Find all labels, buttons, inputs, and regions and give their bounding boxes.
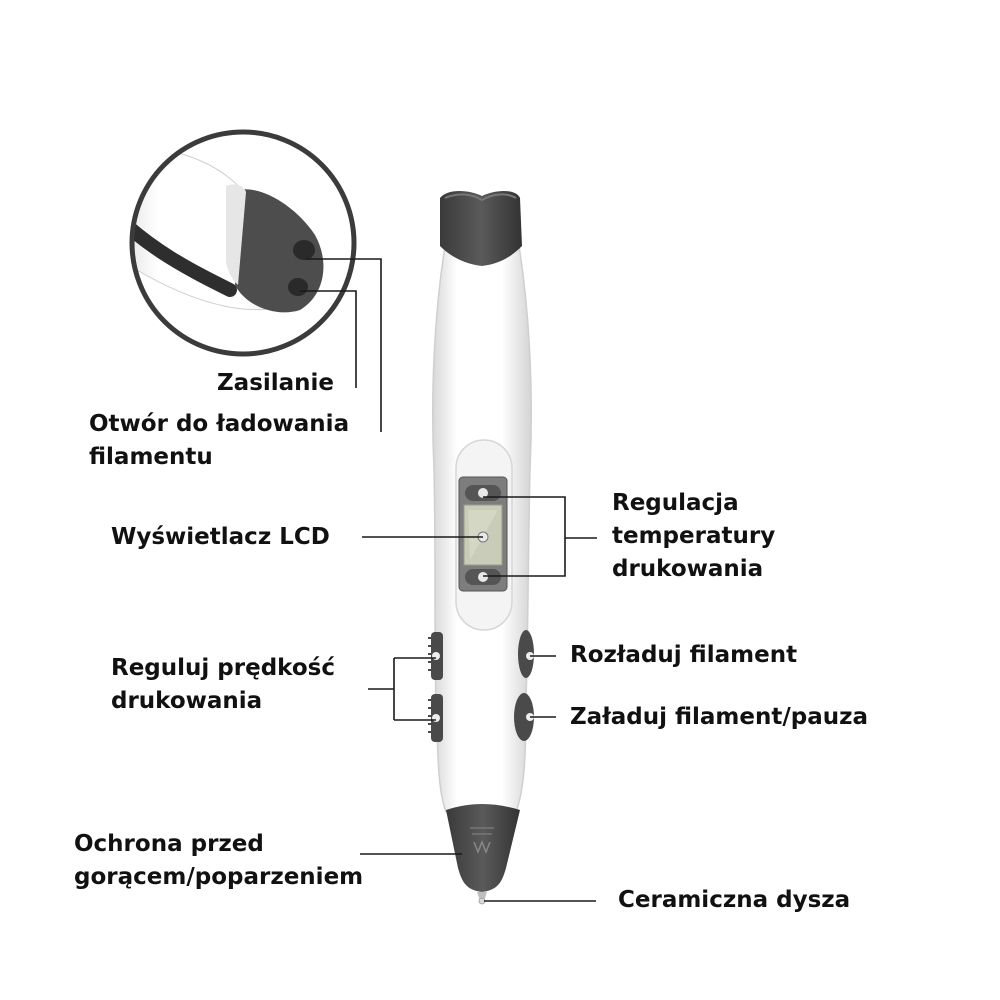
- label-heat-guard-line-1: Ochrona przed: [74, 831, 264, 857]
- label-power: Zasilanie: [217, 370, 335, 396]
- label-heat-guard-line-2: gorącem/poparzeniem: [74, 864, 364, 890]
- label-lcd: Wyświetlacz LCD: [111, 524, 330, 550]
- power-socket-hole: [288, 278, 308, 296]
- label-nozzle: Ceramiczna dysza: [618, 887, 851, 913]
- unload-filament-button[interactable]: [518, 630, 534, 678]
- label-filament-port-line-2: filamentu: [89, 444, 213, 470]
- speed-wheel-upper[interactable]: [428, 632, 443, 680]
- label-temp-line-2: temperatury: [612, 523, 776, 549]
- leader-power: [300, 290, 357, 388]
- leader-lines: [300, 258, 597, 902]
- pen: [428, 191, 534, 905]
- label-heat-guard: Ochrona przed gorącem/poparzeniem: [74, 828, 363, 894]
- leader-speed: [368, 657, 436, 721]
- speed-wheel-lower[interactable]: [428, 694, 443, 742]
- label-speed-line-1: Reguluj prędkość: [111, 655, 335, 681]
- label-filament-port-line-1: Otwór do ładowania: [89, 411, 350, 437]
- label-temp-line-3: drukowania: [612, 556, 764, 582]
- label-unload: Rozładuj filament: [570, 642, 798, 668]
- label-speed-line-2: drukowania: [111, 688, 263, 714]
- top-cap: [440, 191, 522, 266]
- heat-guard: [446, 804, 520, 892]
- label-filament-port: Otwór do ładowania filamentu: [89, 408, 349, 474]
- label-speed: Reguluj prędkość drukowania: [111, 652, 335, 718]
- label-temp: Regulacja temperatury drukowania: [612, 487, 775, 586]
- label-temp-line-1: Regulacja: [612, 490, 739, 516]
- label-load: Załaduj filament/pauza: [570, 704, 869, 730]
- temp-down-button[interactable]: [465, 569, 501, 585]
- temp-up-button[interactable]: [465, 485, 501, 501]
- zoom-detail: [129, 129, 357, 357]
- leader-filament-port: [306, 258, 382, 432]
- filament-port-hole: [293, 240, 315, 260]
- leader-temp: [483, 496, 597, 577]
